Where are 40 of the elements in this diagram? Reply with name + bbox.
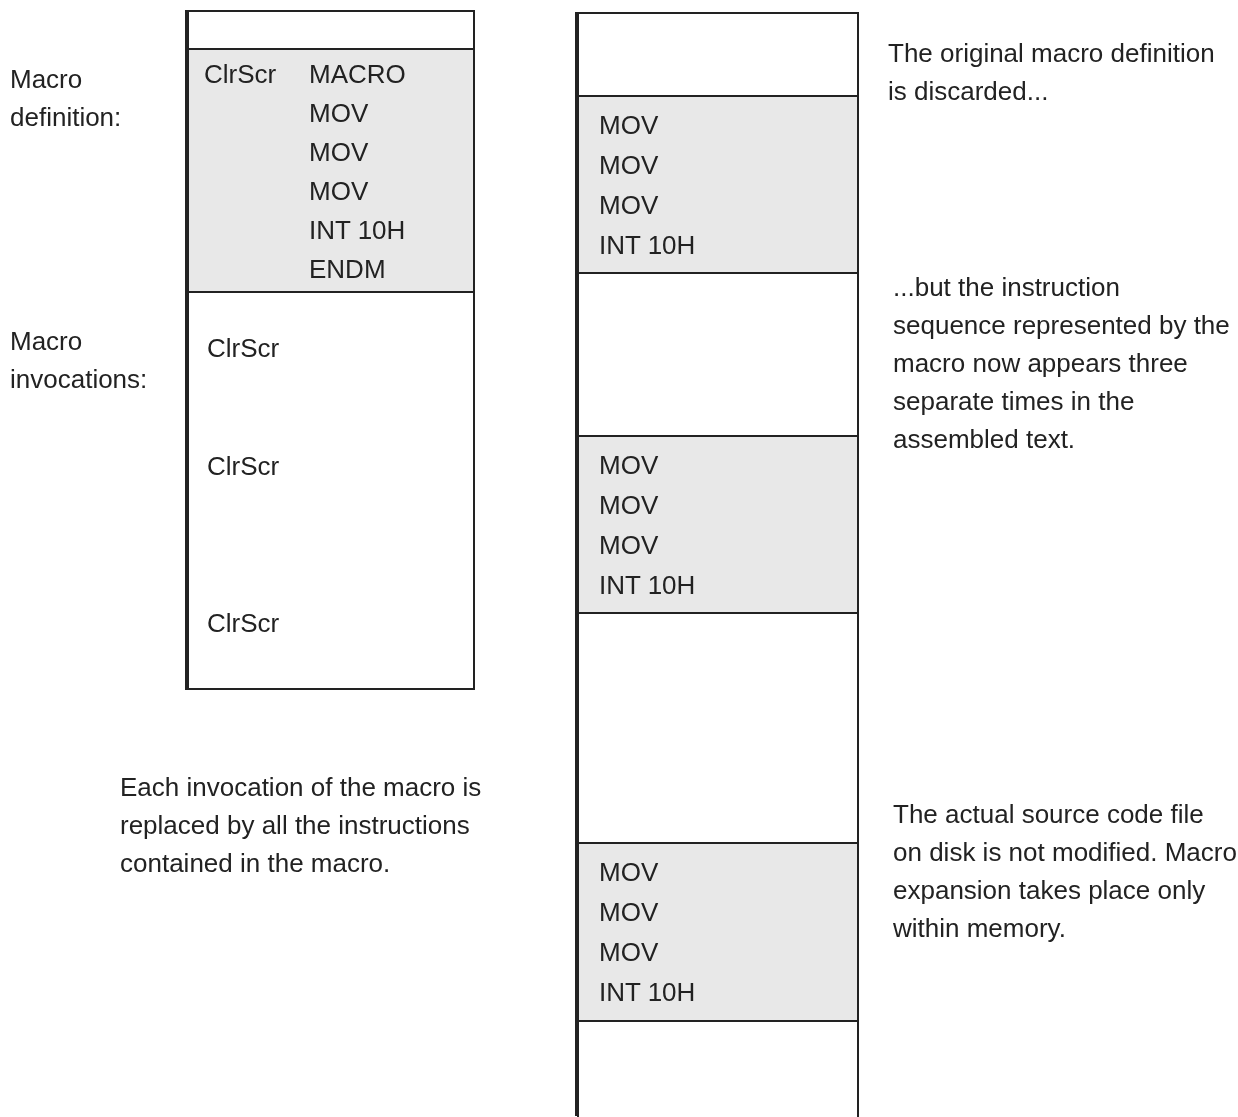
memory-segment: [577, 12, 859, 97]
memory-column: [185, 10, 473, 690]
code-line: INT 10H: [309, 214, 406, 246]
annotation-text: The original macro definition is discarded...: [888, 37, 1216, 108]
code-line: MOV: [599, 489, 659, 521]
code-line: MOV: [599, 529, 659, 561]
memory-segment: [577, 612, 859, 844]
annotation-text: ...but the instruction sequence represented by the macro now appears three separate times in the assembled text.: [893, 271, 1231, 456]
code-block: [577, 435, 859, 614]
annotation-text: Each invocation of the macro is replaced by all the instructions contained in the macro.: [120, 771, 483, 880]
code-line: INT 10H: [599, 229, 696, 261]
code-line: ClrScr: [207, 332, 280, 364]
code-line: MOV: [599, 149, 659, 181]
code-line: MOV: [599, 449, 659, 481]
code-line: ClrScr: [207, 607, 280, 639]
code-block: [187, 291, 475, 690]
code-block: [577, 95, 859, 274]
annotation-text: Macro definition:: [10, 63, 123, 134]
annotation-text: Macro invocations:: [10, 325, 149, 396]
code-block: [187, 48, 475, 293]
code-line: MOV: [309, 136, 369, 168]
code-line: INT 10H: [599, 976, 696, 1008]
code-line: INT 10H: [599, 569, 696, 601]
code-line: MOV: [599, 189, 659, 221]
code-line: MOV: [599, 936, 659, 968]
code-line: ClrScr: [207, 450, 280, 482]
memory-segment: [577, 272, 859, 437]
code-block: [577, 842, 859, 1022]
code-line: MACRO: [309, 58, 406, 90]
code-line: MOV: [309, 175, 369, 207]
code-line: MOV: [599, 109, 659, 141]
code-line: ClrScr: [204, 58, 277, 90]
memory-segment: [577, 1020, 859, 1117]
annotation-text: The actual source code file on disk is not modified. Macro expansion takes place only within memory.: [893, 798, 1238, 945]
code-line: MOV: [309, 97, 369, 129]
code-line: MOV: [599, 856, 659, 888]
memory-column: [575, 12, 857, 1116]
code-line: ENDM: [309, 253, 386, 285]
memory-segment: [187, 10, 475, 50]
code-line: MOV: [599, 896, 659, 928]
